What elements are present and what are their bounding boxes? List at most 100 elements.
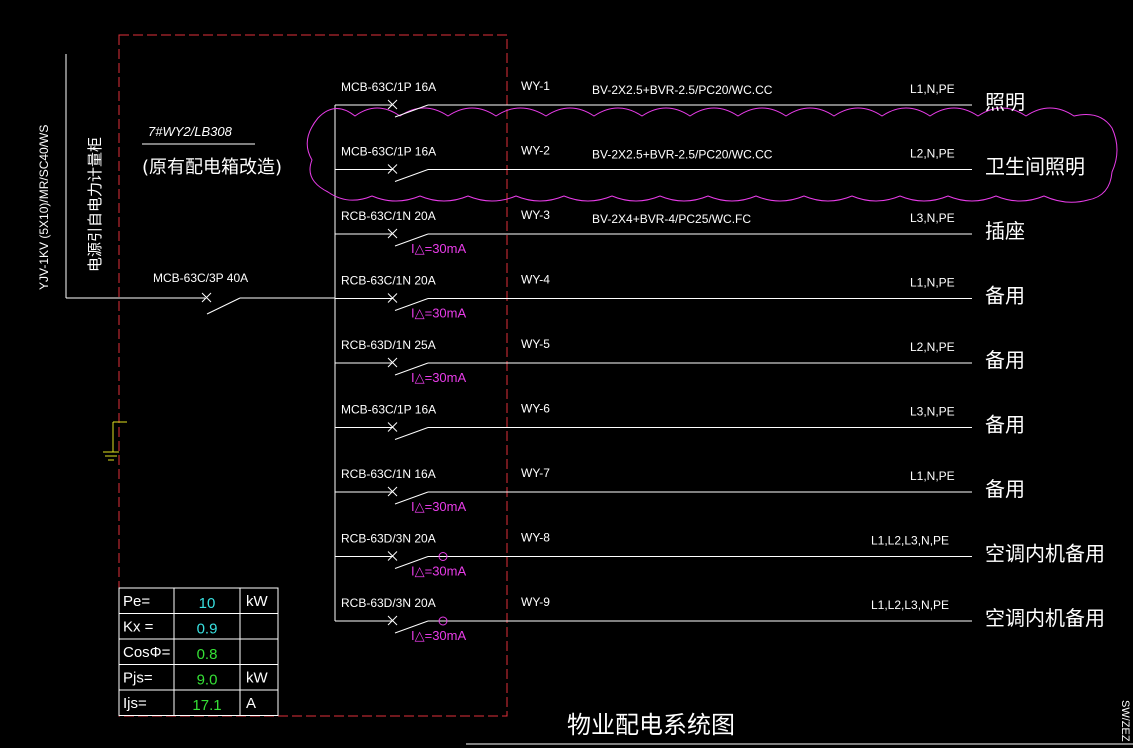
- circuit-id: WY-5: [521, 337, 550, 351]
- phase-label: L3,N,PE: [910, 405, 955, 419]
- phase-label: L1,L2,L3,N,PE: [871, 598, 949, 612]
- phase-label: L1,N,PE: [910, 276, 955, 290]
- breaker-label: RCB-63C/1N 16A: [341, 467, 436, 481]
- circuit-id: WY-1: [521, 79, 550, 93]
- circuit-id: WY-4: [521, 273, 550, 287]
- calc-value: 17.1: [192, 697, 221, 714]
- calc-name: CosΦ=: [123, 644, 171, 661]
- cable-label: YJV-1KV (5X10)/MR/SC40/WS: [37, 125, 51, 290]
- rcd-label: I△=30mA: [411, 564, 466, 579]
- calc-value: 0.8: [197, 646, 218, 663]
- enclosure-boundary: [118, 34, 508, 717]
- rcd-marker: [438, 552, 448, 561]
- circuit-row-4: RCB-63C/1N 20A WY-4 L1,N,PE 备用 I△=30mA: [335, 273, 1025, 321]
- breaker-switch: [394, 427, 429, 440]
- rcd-label: I△=30mA: [411, 628, 466, 643]
- breaker-switch: [394, 298, 429, 311]
- breaker-x-mark: [387, 486, 398, 497]
- breaker-x-mark: [387, 422, 398, 432]
- phase-label: L2,N,PE: [910, 147, 955, 161]
- breaker-label: RCB-63D/3N 20A: [341, 532, 436, 546]
- breaker-x-mark: [387, 615, 398, 626]
- circuit-id: WY-3: [521, 208, 550, 222]
- circuit-use: 备用: [985, 477, 1025, 501]
- breaker-label: MCB-63C/1P 16A: [341, 145, 436, 159]
- revision-cloud: [306, 107, 1118, 203]
- breaker-x-mark: [387, 551, 398, 561]
- breaker-switch: [394, 362, 429, 376]
- phase-label: L1,L2,L3,N,PE: [871, 534, 949, 548]
- circuit-id: WY-6: [521, 402, 550, 416]
- calc-unit: kW: [246, 593, 269, 610]
- diagram-title: 物业配电系统图: [567, 711, 735, 739]
- cable-spec: BV-2X2.5+BVR-2.5/PC20/WC.CC: [592, 148, 773, 162]
- cable-spec: BV-2X2.5+BVR-2.5/PC20/WC.CC: [592, 83, 773, 97]
- rcd-label: I△=30mA: [411, 370, 466, 385]
- cable-spec: BV-2X4+BVR-4/PC25/WC.FC: [592, 212, 751, 226]
- calc-unit: A: [246, 695, 256, 712]
- main-breaker-switch: [206, 297, 241, 315]
- rcd-label: I△=30mA: [411, 499, 466, 514]
- source-label: 电源引自电力计量柜: [86, 137, 104, 272]
- rcd-label: I△=30mA: [411, 306, 466, 321]
- breaker-label: RCB-63D/3N 20A: [341, 596, 436, 610]
- circuit-use: 插座: [985, 219, 1025, 243]
- calc-name: Ijs=: [123, 695, 147, 712]
- circuit-use: 备用: [985, 413, 1025, 437]
- side-text: SW/ZEZ: [1119, 700, 1131, 742]
- box-note: (原有配电箱改造): [142, 157, 282, 178]
- breaker-switch: [394, 491, 429, 505]
- circuit-id: WY-8: [521, 531, 550, 545]
- calc-value: 10: [199, 595, 216, 612]
- circuit-row-3: RCB-63C/1N 20A WY-3 BV-2X4+BVR-4/PC25/WC.F…: [335, 208, 1025, 256]
- circuit-use: 备用: [985, 284, 1025, 308]
- circuit-row-8: RCB-63D/3N 20A WY-8 L1,L2,L3,N,PE 空调内机备用 I△=…: [335, 531, 1105, 579]
- circuit-use: 卫生间照明: [985, 155, 1085, 179]
- breaker-x-mark: [387, 99, 398, 110]
- rcd-marker: [438, 616, 448, 626]
- breaker-switch: [394, 104, 429, 118]
- circuit-id: WY-7: [521, 466, 550, 480]
- breaker-x-mark: [387, 228, 398, 239]
- circuit-use: 照明: [985, 90, 1025, 114]
- circuit-row-7: RCB-63C/1N 16A WY-7 L1,N,PE 备用 I△=30mA: [335, 466, 1025, 514]
- phase-label: L3,N,PE: [910, 211, 955, 225]
- circuit-row-6: MCB-63C/1P 16A WY-6 L3,N,PE 备用: [335, 402, 1025, 440]
- breaker-label: MCB-63C/1P 16A: [341, 403, 436, 417]
- breaker-switch: [394, 620, 429, 634]
- calc-value: 9.0: [197, 672, 218, 689]
- rcd-label: I△=30mA: [411, 241, 466, 256]
- main-breaker-x-mark: [201, 292, 212, 303]
- breaker-x-mark: [387, 357, 398, 368]
- calc-name: Pe=: [123, 593, 150, 610]
- phase-label: L1,N,PE: [910, 82, 955, 96]
- breaker-label: RCB-63C/1N 20A: [341, 274, 436, 288]
- breaker-switch: [394, 556, 429, 569]
- main-breaker-label: MCB-63C/3P 40A: [153, 271, 248, 285]
- calc-unit: kW: [246, 670, 269, 687]
- circuit-use: 空调内机备用: [985, 542, 1105, 566]
- circuit-row-9: RCB-63D/3N 20A WY-9 L1,L2,L3,N,PE 空调内机备用 I△=…: [335, 595, 1105, 643]
- circuit-id: WY-9: [521, 595, 550, 609]
- calc-value: 0.9: [197, 621, 218, 638]
- calc-name: Kx =: [123, 619, 154, 636]
- ground-symbol: [103, 421, 127, 461]
- circuit-row-1: MCB-63C/1P 16A WY-1 BV-2X2.5+BVR-2.5/PC20/…: [335, 79, 1025, 118]
- breaker-label: RCB-63D/1N 25A: [341, 338, 436, 352]
- breaker-switch: [394, 169, 429, 182]
- calc-name: Pjs=: [123, 670, 153, 687]
- circuit-use: 备用: [985, 348, 1025, 372]
- phase-label: L1,N,PE: [910, 469, 955, 483]
- breaker-switch: [394, 233, 429, 247]
- circuit-id: WY-2: [521, 144, 550, 158]
- circuit-use: 空调内机备用: [985, 606, 1105, 630]
- breaker-x-mark: [387, 293, 398, 303]
- breaker-label: MCB-63C/1P 16A: [341, 80, 436, 94]
- box-id: 7#WY2/LB308: [148, 124, 233, 139]
- circuit-row-2: MCB-63C/1P 16A WY-2 BV-2X2.5+BVR-2.5/PC20/…: [335, 144, 1085, 182]
- breaker-label: RCB-63C/1N 20A: [341, 209, 436, 223]
